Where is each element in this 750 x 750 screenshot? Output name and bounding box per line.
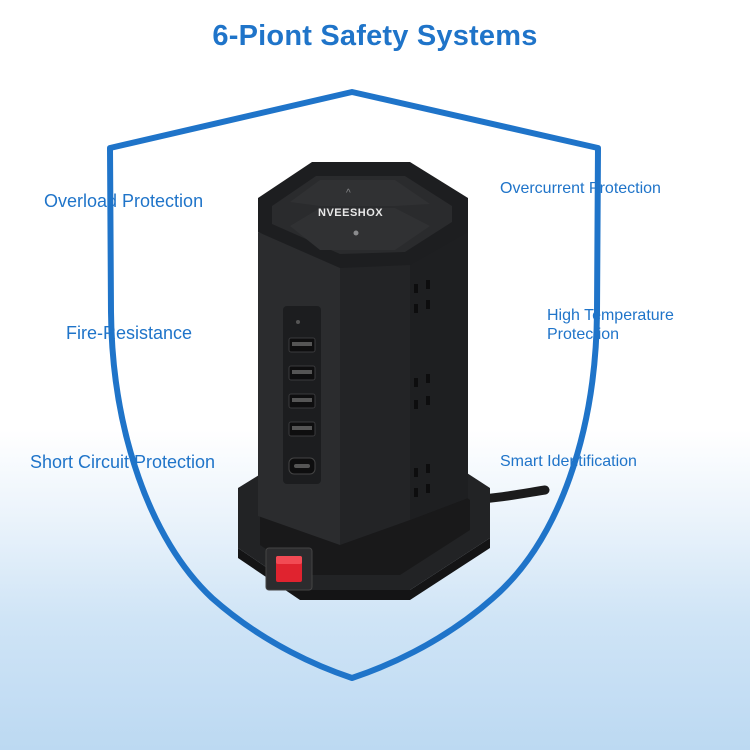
feature-overload-protection: Overload Protection — [44, 191, 204, 211]
feature-fire-resistance: Fire-Resistance — [66, 323, 193, 343]
ac-outlet-3 — [414, 464, 430, 497]
usb-port-2 — [288, 365, 316, 381]
base-front — [238, 538, 490, 600]
power-switch — [265, 547, 313, 591]
feature-smart-identification: Smart Identification — [500, 453, 637, 470]
svg-text:^: ^ — [346, 188, 351, 199]
ac-outlet-2 — [414, 374, 430, 409]
feature-high-temperature-protection: High Temperature Protection — [547, 307, 674, 343]
page-title: 6-Piont Safety Systems — [212, 20, 538, 52]
brand-label: NVEESHOX — [318, 207, 383, 219]
usb-port-4 — [288, 421, 316, 437]
usb-port-3 — [288, 393, 316, 409]
usb-c-port — [288, 457, 316, 475]
usb-port-1 — [288, 337, 316, 353]
feature-overcurrent-protection: Overcurrent Protection — [500, 180, 661, 197]
ac-outlet-1 — [414, 280, 430, 313]
feature-short-circuit-protection: Short Circuit Protection — [30, 452, 216, 472]
